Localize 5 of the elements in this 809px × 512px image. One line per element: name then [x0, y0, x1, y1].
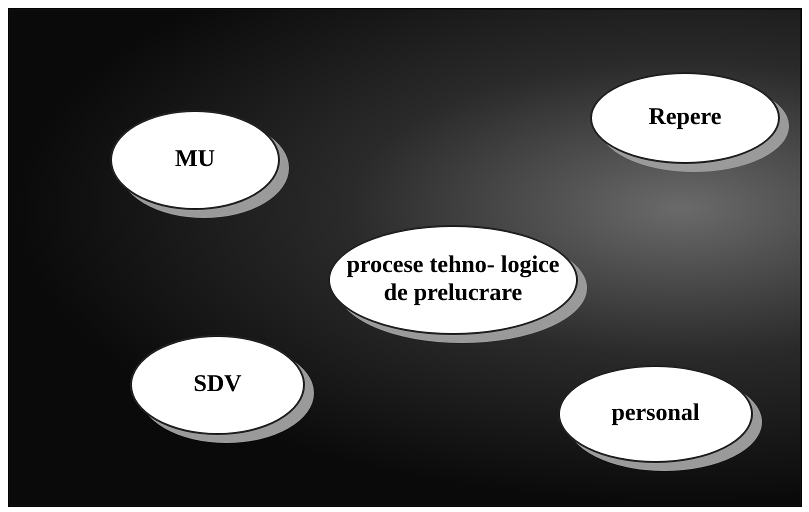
node-label: MU: [175, 146, 215, 174]
node-label: SDV: [193, 371, 242, 399]
node-label: personal: [611, 400, 700, 428]
node-label: Repere: [648, 104, 722, 132]
node-label: procese tehno- logice de prelucrare: [346, 252, 560, 308]
